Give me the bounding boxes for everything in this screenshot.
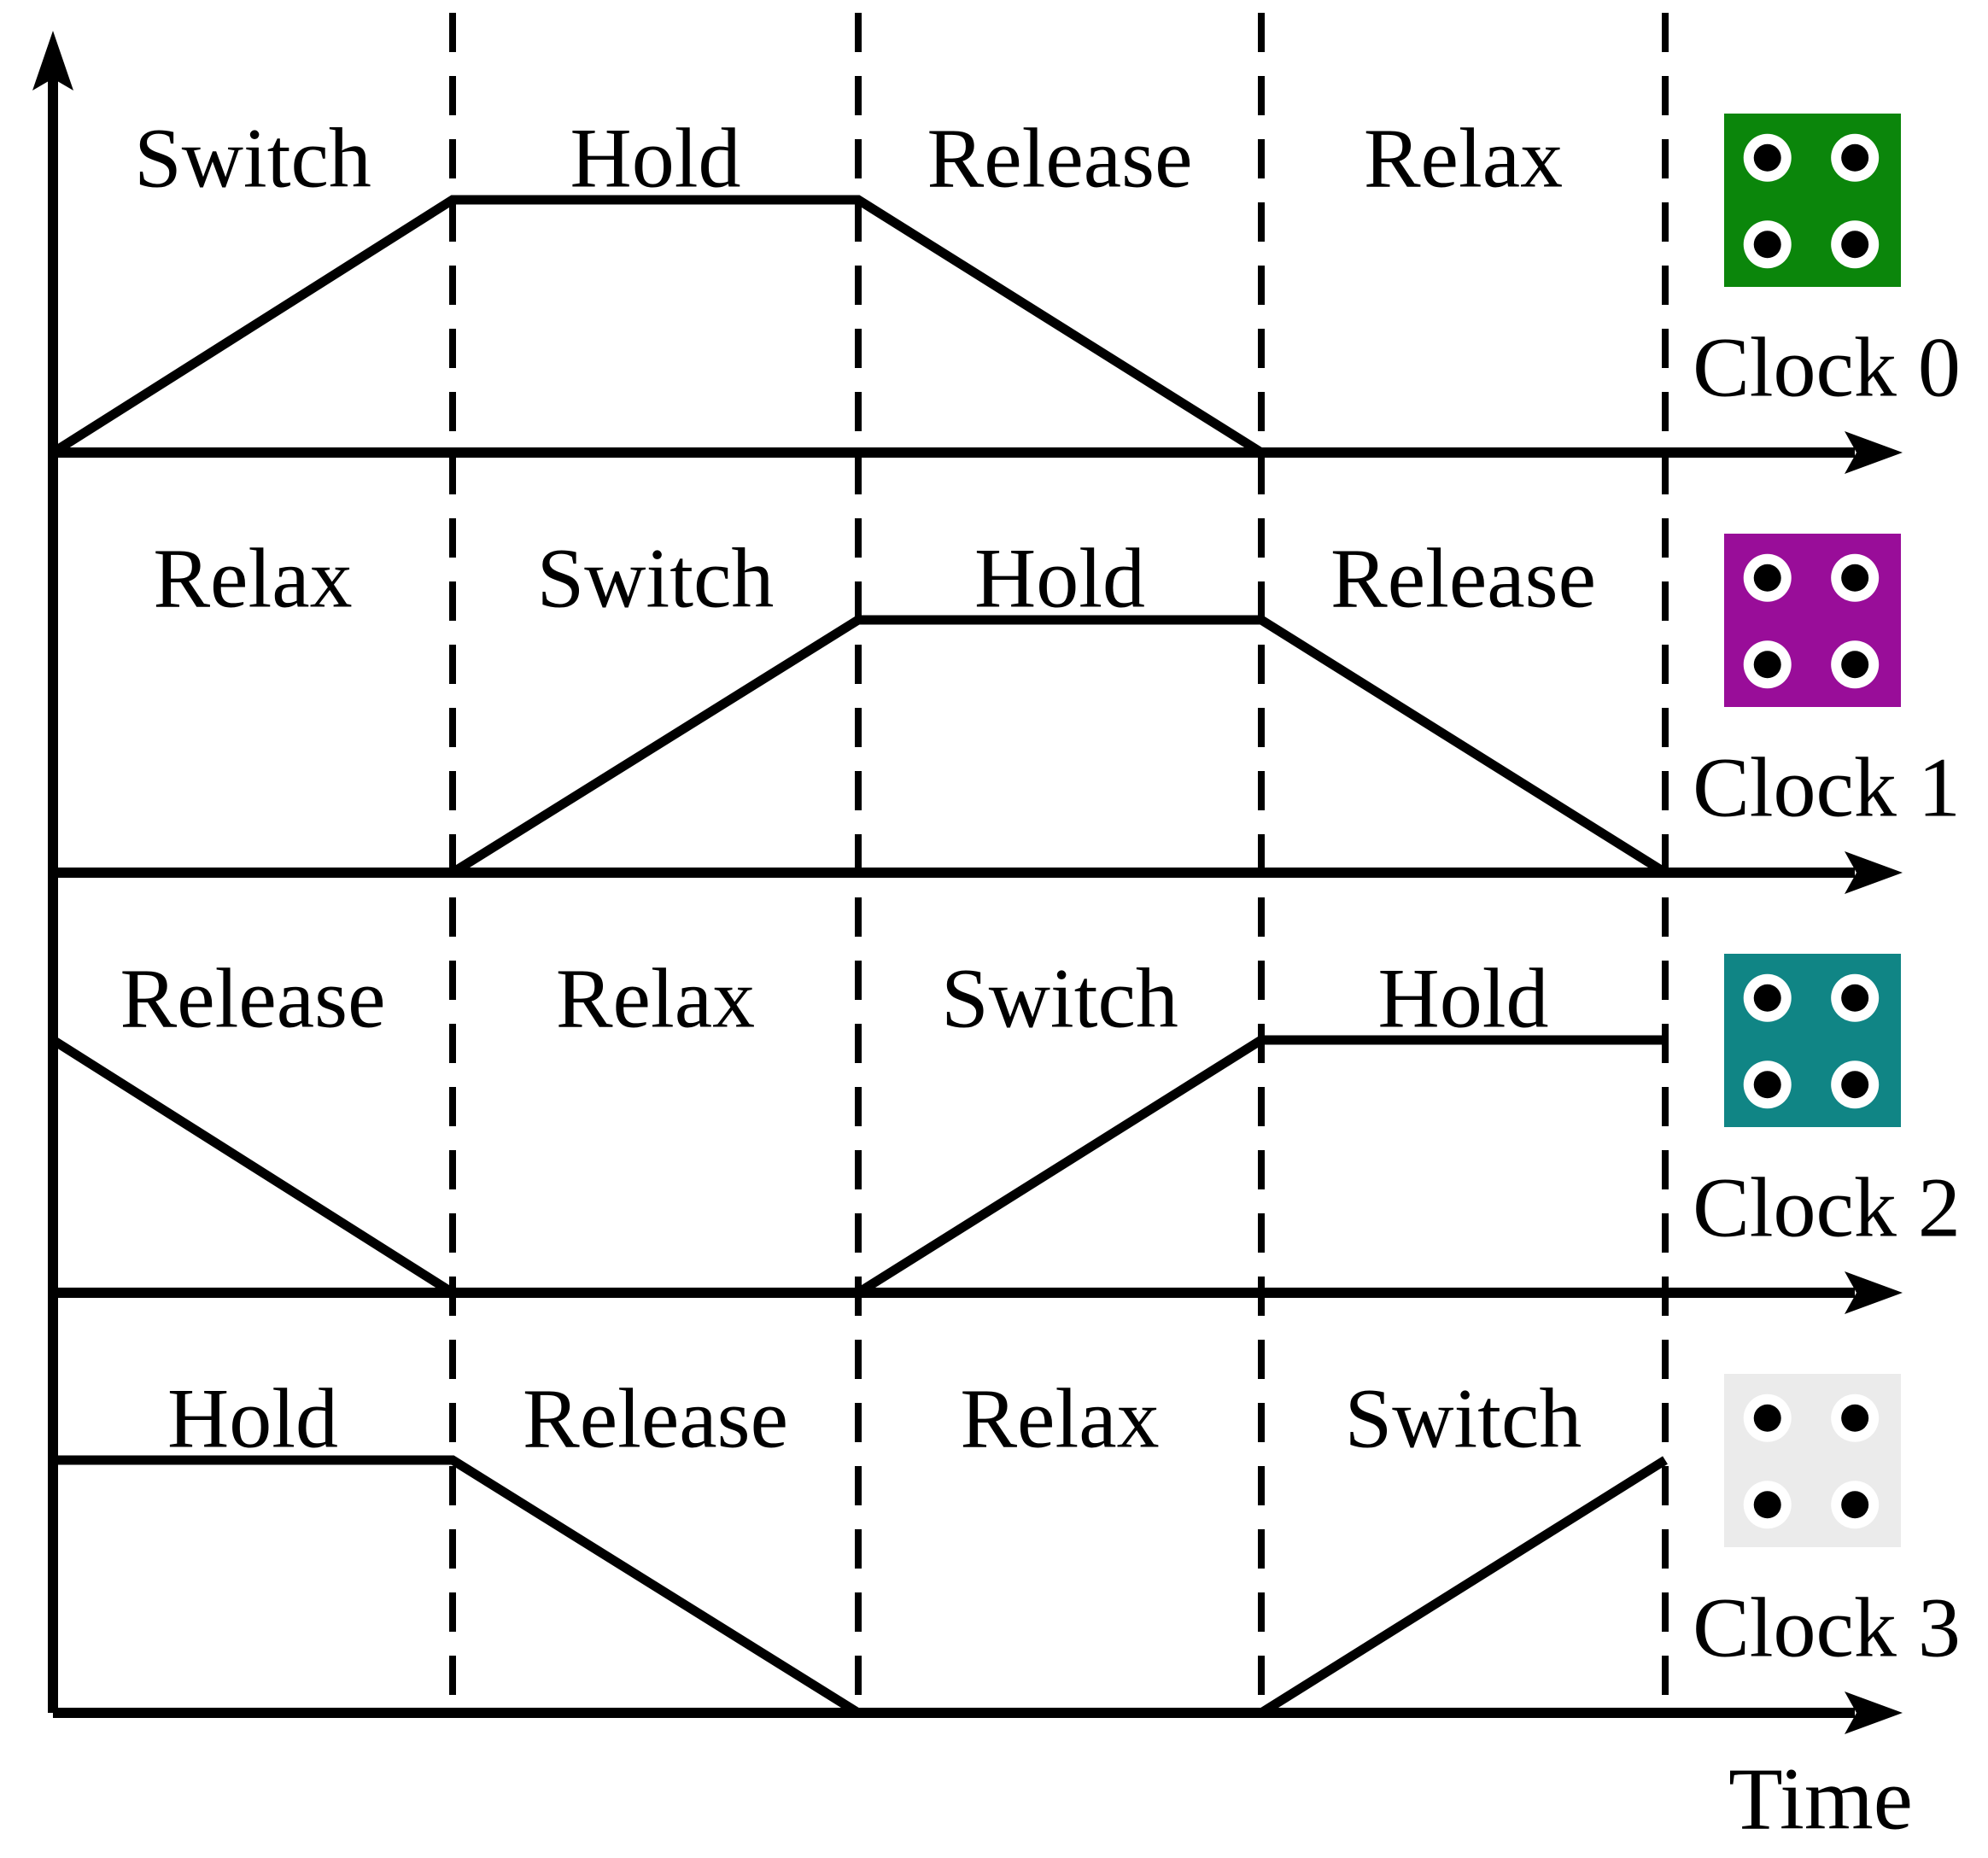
- quantum-dot: [1841, 984, 1869, 1012]
- clock-1-cell-icon: [1724, 534, 1901, 707]
- clock-caption-2: Clock 2: [1693, 1160, 1961, 1255]
- quantum-dot: [1753, 1404, 1781, 1432]
- clock-caption-3: Clock 3: [1693, 1580, 1961, 1675]
- quantum-dot: [1753, 1071, 1781, 1099]
- phase-label: Relax: [960, 1371, 1159, 1466]
- clock-0-cell-icon: [1724, 114, 1901, 287]
- phase-label: Switch: [537, 531, 775, 626]
- phase-label: Release: [1330, 531, 1596, 626]
- quantum-dot: [1753, 984, 1781, 1012]
- quantum-dot: [1753, 231, 1781, 259]
- phase-label: Hold: [570, 111, 741, 206]
- x-axis-arrowhead-clock-2: [1845, 1271, 1903, 1314]
- phase-label: Hold: [1378, 951, 1549, 1046]
- quantum-dot: [1841, 1404, 1869, 1432]
- clock-2-cell-icon: [1724, 954, 1901, 1127]
- phase-label: Hold: [167, 1371, 338, 1466]
- clock-caption-1: Clock 1: [1693, 740, 1961, 835]
- phase-label: Switch: [1345, 1371, 1582, 1466]
- phase-label: Hold: [974, 531, 1145, 626]
- phase-dividers: [449, 13, 1669, 1713]
- quantum-dot: [1841, 143, 1869, 172]
- phase-label: Release: [120, 951, 386, 1046]
- quantum-dot: [1841, 564, 1869, 592]
- phase-label: Release: [927, 111, 1193, 206]
- clock-caption-0: Clock 0: [1693, 320, 1961, 415]
- quantum-dot: [1753, 1491, 1781, 1519]
- clock-3-cell-icon: [1724, 1374, 1901, 1547]
- phase-label: Release: [523, 1371, 788, 1466]
- phase-label: Relax: [1364, 111, 1563, 206]
- quantum-dot: [1841, 231, 1869, 259]
- phase-label: Relax: [153, 531, 352, 626]
- phase-label: Switch: [134, 111, 371, 206]
- time-axis-label: Time: [1728, 1750, 1913, 1849]
- quantum-dot: [1841, 651, 1869, 679]
- quantum-dot: [1841, 1071, 1869, 1099]
- phase-label: Switch: [941, 951, 1178, 1046]
- y-axis-arrowhead: [32, 31, 73, 91]
- x-axis-arrowhead-clock-1: [1845, 851, 1903, 894]
- x-axis-arrowhead-clock-0: [1845, 431, 1903, 474]
- phase-label: Relax: [556, 951, 755, 1046]
- quantum-dot: [1753, 564, 1781, 592]
- x-axis-arrowhead-clock-3: [1845, 1691, 1903, 1734]
- quantum-dot: [1753, 143, 1781, 172]
- quantum-dot: [1753, 651, 1781, 679]
- quantum-dot: [1841, 1491, 1869, 1519]
